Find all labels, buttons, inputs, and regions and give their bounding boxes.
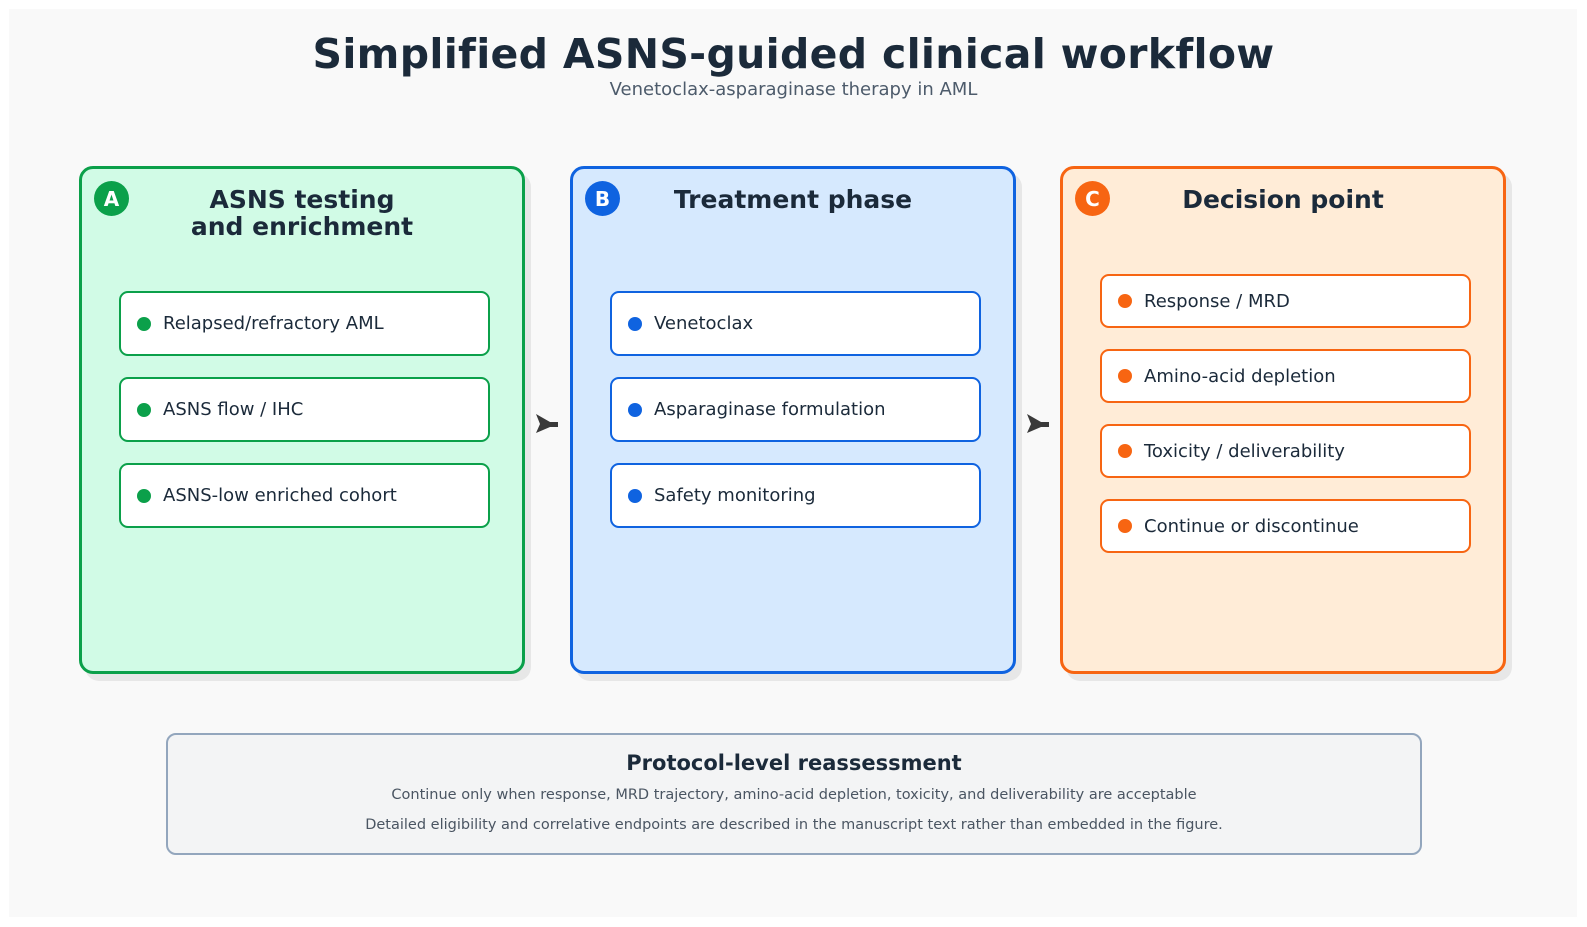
- panel-badge-a: A: [94, 181, 129, 216]
- figure-subtitle: Venetoclax-asparaginase therapy in AML: [609, 79, 978, 100]
- reassessment-box: Protocol-level reassessment Continue onl…: [166, 733, 1422, 855]
- step-item: ASNS flow / IHC: [119, 377, 490, 442]
- step-item: Asparaginase formulation: [610, 377, 981, 442]
- reassessment-title: Protocol-level reassessment: [626, 751, 962, 775]
- panel-items-a: Relapsed/refractory AML ASNS flow / IHC …: [119, 291, 490, 549]
- step-label: Continue or discontinue: [1144, 515, 1359, 537]
- step-label: Asparaginase formulation: [654, 399, 886, 420]
- arrow-right-icon: [1027, 414, 1049, 433]
- panel-items-c: Response / MRD Amino-acid depletion Toxi…: [1100, 274, 1471, 574]
- bullet-dot-icon: [1118, 294, 1132, 308]
- bullet-dot-icon: [628, 488, 642, 503]
- panel-badge-c: C: [1075, 181, 1110, 216]
- step-label: Toxicity / deliverability: [1144, 440, 1345, 462]
- panel-treatment-phase: B Treatment phase Venetoclax Asparaginas…: [570, 166, 1016, 674]
- bullet-dot-icon: [137, 488, 151, 503]
- step-label: Response / MRD: [1144, 290, 1290, 312]
- step-label: ASNS flow / IHC: [163, 399, 304, 420]
- step-label: ASNS-low enriched cohort: [163, 485, 397, 506]
- bullet-dot-icon: [628, 402, 642, 417]
- bullet-dot-icon: [628, 316, 642, 331]
- bullet-dot-icon: [1118, 444, 1132, 458]
- panel-title-b: Treatment phase: [673, 185, 913, 214]
- bullet-dot-icon: [137, 316, 151, 331]
- panel-badge-b: B: [585, 181, 620, 216]
- step-item: Continue or discontinue: [1100, 499, 1471, 553]
- reassessment-note-text: Detailed eligibility and correlative end…: [365, 817, 1223, 833]
- step-label: Venetoclax: [654, 313, 754, 334]
- step-item: Toxicity / deliverability: [1100, 424, 1471, 478]
- panel-title-a: ASNS testing and enrichment: [190, 185, 414, 241]
- step-item: Venetoclax: [610, 291, 981, 356]
- panel-decision-point: C Decision point Response / MRD Amino-ac…: [1060, 166, 1506, 674]
- bullet-dot-icon: [1118, 369, 1132, 383]
- step-label: Amino-acid depletion: [1144, 365, 1336, 387]
- step-item: Response / MRD: [1100, 274, 1471, 328]
- step-item: Amino-acid depletion: [1100, 349, 1471, 403]
- reassessment-criteria-text: Continue only when response, MRD traject…: [391, 787, 1197, 803]
- step-label: Relapsed/refractory AML: [163, 313, 384, 334]
- arrow-right-icon: [536, 414, 558, 433]
- step-item: ASNS-low enriched cohort: [119, 463, 490, 528]
- bullet-dot-icon: [137, 402, 151, 417]
- step-item: Relapsed/refractory AML: [119, 291, 490, 356]
- bullet-dot-icon: [1118, 519, 1132, 533]
- panel-items-b: Venetoclax Asparaginase formulation Safe…: [610, 291, 981, 549]
- panel-title-c: Decision point: [1182, 185, 1384, 214]
- figure-title: Simplified ASNS-guided clinical workflow: [312, 30, 1275, 78]
- panel-asns-testing: A ASNS testing and enrichment Relapsed/r…: [79, 166, 525, 674]
- step-item: Safety monitoring: [610, 463, 981, 528]
- step-label: Safety monitoring: [654, 485, 816, 506]
